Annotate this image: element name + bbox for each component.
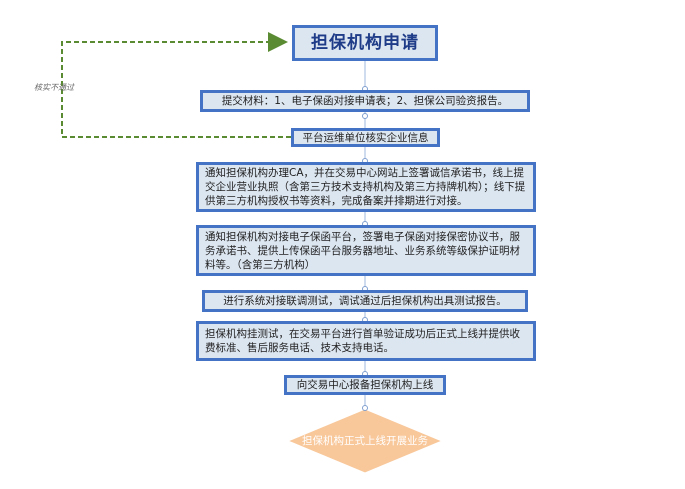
step-report-online: 向交易中心报备担保机构上线 <box>284 375 446 395</box>
step-integration-test: 进行系统对接联调测试，调试通过后担保机构出具测试报告。 <box>202 290 528 312</box>
step-verify-company-info: 平台运维单位核实企业信息 <box>291 128 440 147</box>
connector-dot <box>362 113 368 119</box>
step-connect-platform: 通知担保机构对接电子保函平台，签署电子保函对接保密协议书，服务承诺书、提供上传保… <box>196 225 536 276</box>
end-label: 担保机构正式上线开展业务 <box>302 435 428 447</box>
start-box: 担保机构申请 <box>292 25 438 61</box>
connector-dot <box>362 405 368 411</box>
end-diamond <box>286 408 444 474</box>
loop-back-arrow <box>61 32 291 138</box>
step-notify-ca: 通知担保机构办理CA，并在交易中心网站上签署诚信承诺书，线上提交企业营业执照（含… <box>196 162 536 212</box>
loop-label: 核实不通过 <box>34 83 74 92</box>
step-submit-materials: 提交材料：1、电子保函对接申请表；2、担保公司验资报告。 <box>200 90 530 112</box>
step-go-live-verify: 担保机构挂测试，在交易平台进行首单验证成功后正式上线并提供收费标准、售后服务电话… <box>196 321 536 361</box>
